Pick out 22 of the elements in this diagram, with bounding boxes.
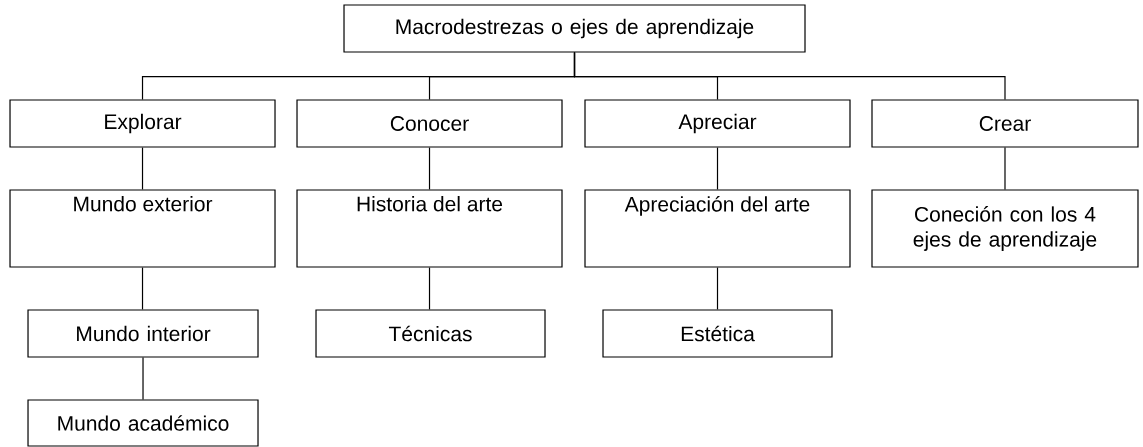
connector-line: [573, 52, 1006, 100]
box: Crear: [871, 99, 1139, 148]
connector-line: [1004, 147, 1006, 190]
box: Apreciación del arte: [584, 189, 851, 268]
box: Coneción con los 4 ejes de aprendizaje: [871, 189, 1139, 268]
connector-line: [428, 267, 431, 310]
box: Mundo interior: [27, 309, 259, 358]
connector-line: [142, 357, 144, 400]
box: Macrodestrezas o ejes de aprendizaje: [343, 4, 806, 53]
box: Estética: [602, 309, 833, 358]
connector-line: [141, 147, 144, 190]
connector-line: [716, 147, 719, 190]
connector-line: [428, 147, 431, 190]
box: Conocer: [296, 99, 563, 148]
box: Mundo académico: [27, 399, 259, 447]
box: Apreciar: [584, 99, 851, 148]
connector-line: [141, 267, 144, 310]
connector-line: [716, 267, 719, 310]
box: Mundo exterior: [9, 189, 276, 268]
box: Técnicas: [315, 309, 546, 358]
box: Explorar: [9, 99, 276, 148]
box: Historia del arte: [296, 189, 563, 268]
